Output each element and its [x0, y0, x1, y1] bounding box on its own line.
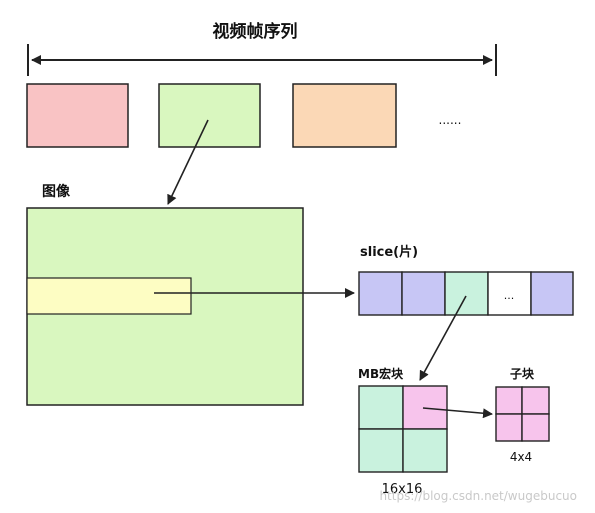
watermark: https://blog.csdn.net/wugebucuo — [379, 489, 577, 503]
frame-to-image-arrow — [167, 119, 209, 205]
mb-to-subblock-arrow — [422, 407, 493, 419]
frame-1 — [26, 83, 129, 148]
mb-size-label: 16x16 — [382, 482, 423, 497]
subblock-cell-bottom-right — [521, 413, 550, 442]
subblock-cell-bottom-left — [495, 413, 523, 442]
mb-cell-bottom-left — [358, 428, 404, 473]
subblock-size-label: 4x4 — [510, 450, 532, 464]
slice-strip — [26, 277, 192, 315]
slice-to-mb-arrow — [419, 295, 467, 381]
subblock-cell-top-right — [521, 386, 550, 415]
slice-cell-1 — [358, 271, 403, 316]
subblock-cell-top-left — [495, 386, 523, 415]
sequence-title: 视频帧序列 — [213, 21, 298, 42]
subblock-label: 子块 — [510, 366, 535, 381]
mb-cell-bottom-right — [402, 428, 448, 473]
mb-cell-top-left — [358, 385, 404, 430]
slice-label: slice(片) — [360, 244, 418, 260]
slice-ellipsis: ... — [504, 289, 515, 302]
slice-cell-3 — [444, 271, 489, 316]
frame-2 — [158, 83, 261, 148]
image-label: 图像 — [42, 183, 71, 200]
frame-3 — [292, 83, 397, 148]
slice-cell-2 — [401, 271, 446, 316]
mb-label: MB宏块 — [358, 366, 404, 381]
slice-cell-5 — [530, 271, 574, 316]
frames-ellipsis: ...... — [439, 113, 462, 127]
